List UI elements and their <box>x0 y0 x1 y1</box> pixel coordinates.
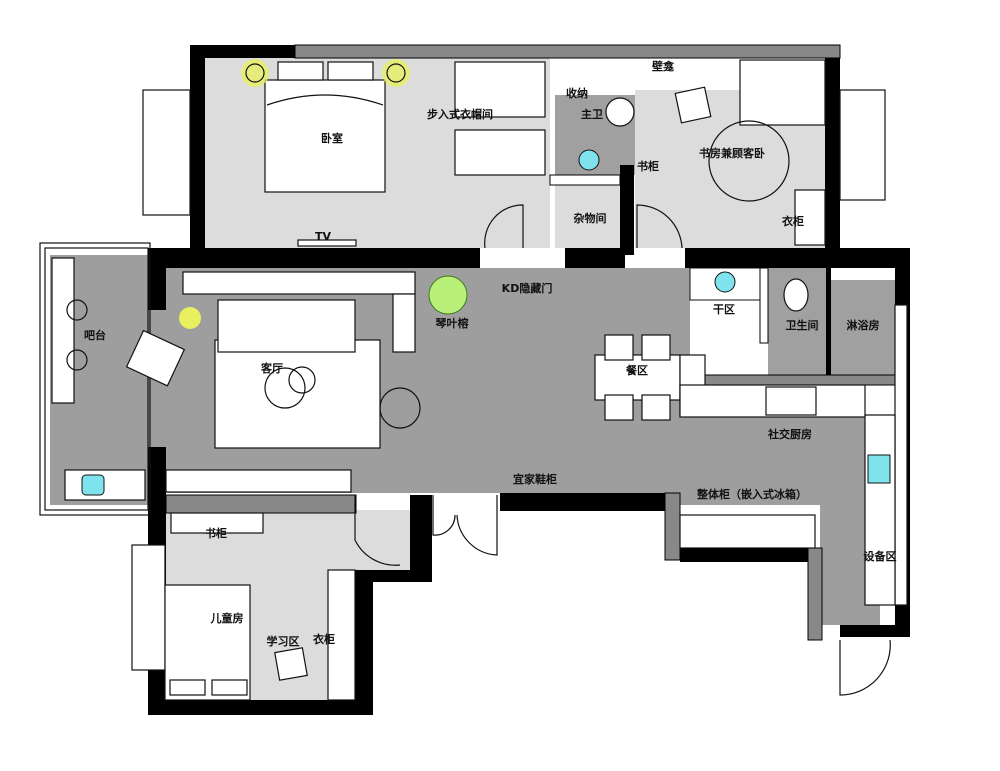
utility-floor <box>555 185 620 248</box>
lamp-icon <box>382 59 410 87</box>
label-study-area: 学习区 <box>267 634 300 648</box>
plant-icon <box>428 275 468 315</box>
sink-icon <box>578 149 600 171</box>
label-kids-wardrobe: 衣柜 <box>313 632 335 646</box>
wall <box>620 165 634 255</box>
wall <box>148 700 373 715</box>
label-study-wardrobe: 衣柜 <box>782 214 804 228</box>
wall <box>825 58 840 248</box>
label-bar: 吧台 <box>84 328 106 342</box>
label-equipment: 设备区 <box>864 549 897 563</box>
label-master-bath: 主卫 <box>581 107 603 121</box>
wall <box>148 248 480 268</box>
wall <box>840 625 910 637</box>
label-study-bookcase: 书柜 <box>637 159 659 173</box>
label-kitchen: 社交厨房 <box>767 427 812 441</box>
wall <box>680 548 810 562</box>
kids-floor-2 <box>355 510 410 570</box>
bed <box>264 79 386 193</box>
label-shoe-cabinet: 宜家鞋柜 <box>513 472 557 486</box>
label-shower: 淋浴房 <box>847 318 880 332</box>
basin-icon <box>81 474 105 496</box>
label-master-bedroom: 卧室 <box>321 131 343 145</box>
label-niche: 壁龛 <box>652 59 675 73</box>
floor-lamp-icon <box>179 307 201 329</box>
label-dining: 餐区 <box>625 363 648 377</box>
label-walk-in-closet: 步入式衣帽间 <box>427 107 493 121</box>
wall <box>148 255 166 310</box>
shower-floor <box>830 280 895 375</box>
wall <box>500 493 665 511</box>
sink-icon <box>714 271 736 293</box>
wall <box>190 45 205 248</box>
label-dry-area: 干区 <box>713 303 735 316</box>
label-bathroom: 卫生间 <box>786 318 819 332</box>
label-tv: TV <box>315 230 332 243</box>
wall <box>685 248 910 268</box>
label-utility: 杂物间 <box>574 211 607 225</box>
label-storage: 收纳 <box>566 86 588 100</box>
label-study-guest: 书房兼顾客卧 <box>699 146 765 160</box>
wall <box>190 45 295 58</box>
wall <box>355 570 373 715</box>
label-kids-bookcase: 书柜 <box>205 526 227 540</box>
label-living: 客厅 <box>260 361 283 375</box>
kitchen-sink-icon <box>867 454 891 484</box>
tv <box>297 239 357 247</box>
label-hidden-door: KD隐藏门 <box>502 281 553 295</box>
furniture <box>64 59 896 701</box>
wall <box>410 495 432 580</box>
windows <box>39 89 908 671</box>
label-fiddle-leaf: 琴叶榕 <box>435 316 470 330</box>
wall <box>355 570 432 582</box>
label-tall-cabinet: 整体柜（嵌入式冰箱） <box>696 487 807 501</box>
room-labels: 卧室 步入式衣帽间 收纳 主卫 壁龛 书房兼顾客卧 书柜 杂物间 衣柜 TV K… <box>84 59 897 648</box>
wall <box>565 248 625 268</box>
toilet <box>605 97 635 127</box>
label-kids-room: 儿童房 <box>210 611 244 625</box>
lamp-icon <box>241 59 269 87</box>
